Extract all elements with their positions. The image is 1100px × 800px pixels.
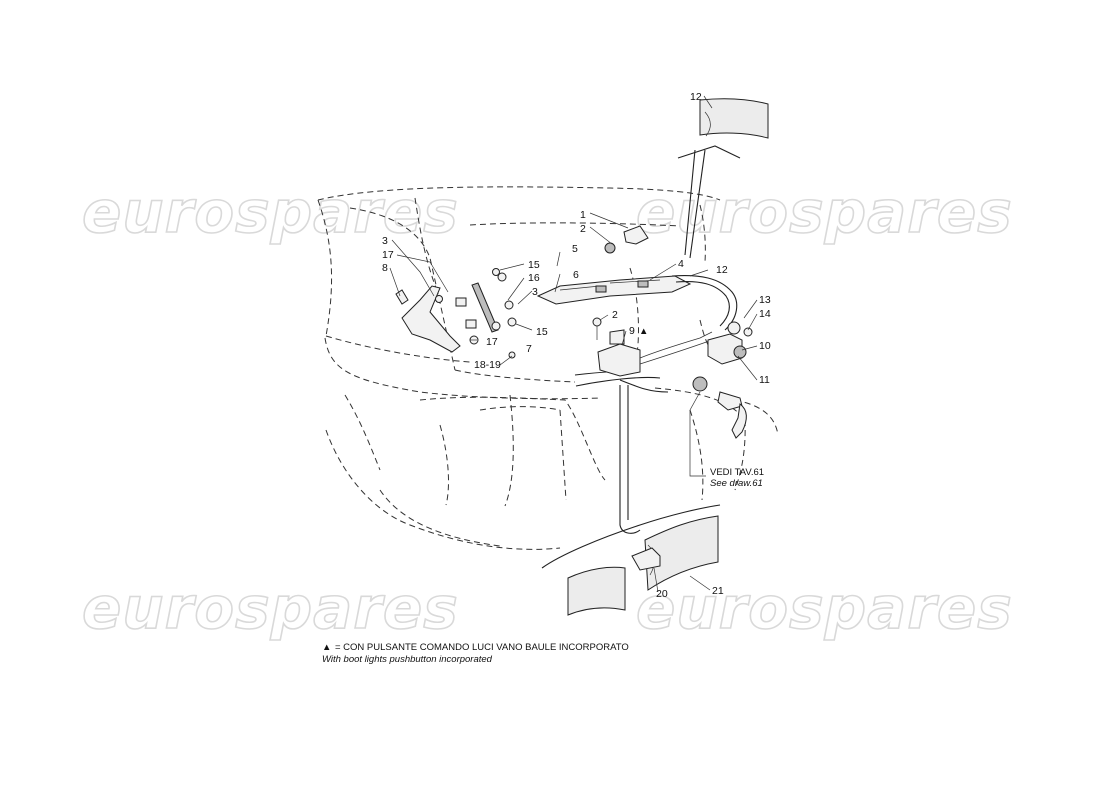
callout-9-triangle: ▲ bbox=[639, 326, 648, 337]
callout-15-bottom: 15 bbox=[536, 326, 548, 338]
lock-cylinder-part10 bbox=[692, 321, 753, 439]
callout-14: 14 bbox=[759, 308, 771, 320]
callout-21: 21 bbox=[712, 585, 724, 597]
leader-lines bbox=[389, 95, 758, 593]
callout-10: 10 bbox=[759, 340, 771, 352]
callout-labels: 12 1 2 3 17 8 15 16 3 15 17 18-19 7 5 6 … bbox=[382, 91, 771, 600]
callout-15-top: 15 bbox=[528, 259, 540, 271]
callout-5: 5 bbox=[572, 243, 578, 255]
lock-bracket-part4 bbox=[536, 275, 692, 305]
callout-17-hinge: 17 bbox=[382, 249, 394, 261]
watermark-bottom-right: eurospares bbox=[636, 574, 1013, 642]
seal-strip-part12 bbox=[567, 98, 769, 616]
callout-18-19: 18-19 bbox=[474, 359, 501, 371]
legend-text-it: = CON PULSANTE COMANDO LUCI VANO BAULE I… bbox=[335, 642, 629, 653]
callout-4: 4 bbox=[678, 258, 684, 270]
callout-8: 8 bbox=[382, 262, 388, 274]
legend-text-en: With boot lights pushbutton incorporated bbox=[322, 654, 493, 665]
retainer-part20 bbox=[631, 547, 661, 571]
car-body-outline bbox=[317, 186, 779, 550]
callout-12-top: 12 bbox=[690, 91, 702, 103]
release-handle-part1 bbox=[604, 225, 649, 254]
callout-2-handle: 2 bbox=[580, 223, 586, 235]
callout-7: 7 bbox=[526, 343, 532, 355]
callout-2-latch: 2 bbox=[612, 309, 618, 321]
watermark-bottom-left: eurospares bbox=[82, 574, 459, 642]
callout-9: 9 bbox=[629, 325, 635, 337]
watermark-top-left: eurospares bbox=[82, 178, 459, 246]
watermark-top-right: eurospares bbox=[636, 178, 1013, 246]
callout-13: 13 bbox=[759, 294, 771, 306]
callout-3-hinge: 3 bbox=[382, 235, 388, 247]
callout-3-strut: 3 bbox=[532, 286, 538, 298]
hinge-assembly bbox=[395, 268, 517, 359]
callout-1: 1 bbox=[580, 209, 586, 221]
callout-12-seal: 12 bbox=[716, 264, 728, 276]
reference-label-it: VEDI TAV.61 bbox=[710, 467, 764, 478]
callout-20: 20 bbox=[656, 588, 668, 600]
legend: ▲ = CON PULSANTE COMANDO LUCI VANO BAULE… bbox=[322, 642, 629, 665]
watermark-group: eurospares eurospares eurospares eurospa… bbox=[81, 177, 1013, 643]
callout-6: 6 bbox=[573, 269, 579, 281]
callout-16: 16 bbox=[528, 272, 540, 284]
latch-part9 bbox=[592, 317, 713, 377]
callout-17-strut: 17 bbox=[486, 336, 498, 348]
callout-11: 11 bbox=[759, 374, 770, 386]
legend-symbol: ▲ bbox=[322, 642, 331, 653]
cross-reference: VEDI TAV.61 See draw.61 bbox=[710, 467, 764, 489]
reference-label-en: See draw.61 bbox=[710, 478, 763, 489]
trunk-opening bbox=[541, 145, 741, 569]
